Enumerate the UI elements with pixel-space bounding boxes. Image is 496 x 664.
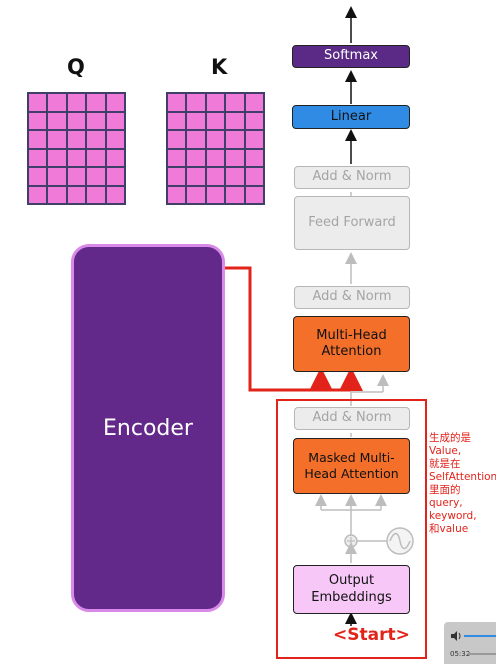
matrix-cell — [186, 148, 206, 167]
start-token: <Start> — [333, 625, 410, 645]
playback-time: 05:32 — [450, 650, 471, 658]
masked-line-1: Masked Multi- — [308, 450, 395, 466]
q-matrix — [27, 92, 126, 205]
matrix-cell — [105, 93, 125, 112]
volume-icon[interactable] — [444, 622, 496, 652]
matrix-cell — [105, 185, 125, 204]
matrix-cell — [225, 167, 245, 186]
matrix-cell — [66, 167, 87, 186]
matrix-cell — [28, 93, 48, 112]
k-matrix — [166, 92, 265, 205]
matrix-cell — [244, 185, 264, 204]
masked-multi-head-attention-block: Masked Multi- Head Attention — [293, 438, 410, 494]
matrix-cell — [205, 185, 226, 204]
annotation-line: Value, — [429, 445, 462, 457]
matrix-cell — [105, 167, 125, 186]
matrix-cell — [105, 130, 125, 149]
matrix-cell — [244, 148, 264, 167]
matrix-cell — [105, 148, 125, 167]
output-line-2: Embeddings — [311, 589, 392, 605]
matrix-cell — [66, 185, 87, 204]
matrix-cell — [244, 130, 264, 149]
matrix-cell — [66, 130, 87, 149]
matrix-cell — [205, 130, 226, 149]
matrix-cell — [28, 167, 48, 186]
matrix-cell — [225, 148, 245, 167]
linear-block: Linear — [292, 105, 410, 129]
matrix-cell — [167, 185, 187, 204]
matrix-cell — [28, 148, 48, 167]
matrix-cell — [167, 111, 187, 130]
video-player-controls[interactable]: 05:32 — [444, 622, 496, 664]
matrix-cell — [86, 111, 106, 130]
matrix-cell — [225, 93, 245, 112]
matrix-cell — [86, 93, 106, 112]
output-line-1: Output — [328, 573, 375, 589]
decoder-highlight-box — [276, 399, 427, 659]
matrix-cell — [47, 130, 67, 149]
matrix-cell — [186, 185, 206, 204]
softmax-block: Softmax — [292, 45, 410, 68]
matrix-cell — [167, 167, 187, 186]
matrix-cell — [28, 185, 48, 204]
matrix-cell — [167, 148, 187, 167]
feed-forward-block: Feed Forward — [294, 196, 410, 250]
matrix-cell — [47, 185, 67, 204]
matrix-cell — [105, 111, 125, 130]
matrix-cell — [244, 167, 264, 186]
matrix-cell — [47, 148, 67, 167]
matrix-cell — [28, 111, 48, 130]
matrix-cell — [205, 148, 226, 167]
matrix-cell — [186, 93, 206, 112]
matrix-cell — [86, 130, 106, 149]
annotation-line: 和value — [429, 523, 469, 535]
annotation-line: SelfAttention — [429, 471, 496, 483]
matrix-cell — [28, 130, 48, 149]
matrix-cell — [205, 111, 226, 130]
matrix-cell — [225, 111, 245, 130]
masked-line-2: Head Attention — [304, 466, 399, 481]
matrix-cell — [205, 167, 226, 186]
output-embeddings-block: Output Embeddings — [293, 565, 410, 614]
matrix-cell — [47, 111, 67, 130]
annotation-line: keyword, — [429, 510, 477, 522]
annotation-line: 就是在 — [429, 458, 461, 470]
multi-head-line-2: Attention — [321, 344, 382, 359]
matrix-cell — [66, 148, 87, 167]
matrix-cell — [66, 93, 87, 112]
matrix-cell — [86, 185, 106, 204]
matrix-cell — [225, 185, 245, 204]
annotation-line: 生成的是 — [429, 432, 471, 444]
matrix-cell — [244, 93, 264, 112]
matrix-cell — [186, 130, 206, 149]
matrix-cell — [86, 167, 106, 186]
annotation-line: query, — [429, 497, 463, 509]
matrix-cell — [66, 111, 87, 130]
matrix-cell — [167, 93, 187, 112]
matrix-cell — [167, 130, 187, 149]
matrix-cell — [86, 148, 106, 167]
matrix-cell — [47, 93, 67, 112]
matrix-cell — [186, 167, 206, 186]
matrix-cell — [205, 93, 226, 112]
k-label: K — [211, 55, 228, 79]
annotation-line: 里面的 — [429, 484, 461, 496]
matrix-cell — [225, 130, 245, 149]
matrix-cell — [244, 111, 264, 130]
encoder-output-line — [225, 266, 351, 392]
multi-head-line-1: Multi-Head — [316, 327, 387, 343]
encoder-block: Encoder — [71, 244, 225, 612]
q-label: Q — [67, 55, 85, 79]
matrix-cell — [186, 111, 206, 130]
add-norm-top-block: Add & Norm — [294, 166, 410, 189]
multi-head-attention-block: Multi-Head Attention — [293, 316, 410, 372]
matrix-cell — [47, 167, 67, 186]
add-norm-mid-block: Add & Norm — [294, 286, 410, 309]
add-norm-bottom-block: Add & Norm — [294, 407, 410, 430]
progress-bar[interactable] — [468, 653, 496, 655]
